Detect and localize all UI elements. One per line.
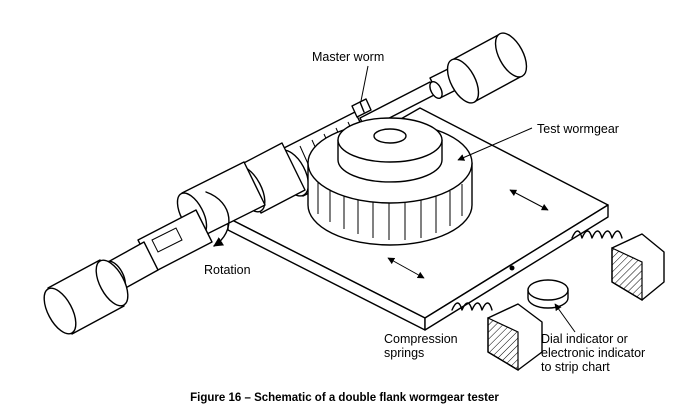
left-compression-spring xyxy=(451,302,543,372)
master-worm-leader xyxy=(360,65,369,102)
test-wormgear-leader xyxy=(457,127,533,161)
label-dial-indicator-1: Dial indicator or xyxy=(541,332,628,346)
motion-arrow-left xyxy=(387,257,425,279)
upper-motor xyxy=(446,32,528,104)
motion-arrow-right xyxy=(509,189,549,211)
rotation-arrow xyxy=(205,191,230,247)
right-compression-spring xyxy=(571,230,665,302)
test-wormgear xyxy=(307,117,473,246)
label-compression-springs-1: Compression xyxy=(384,332,458,346)
gear-teeth xyxy=(317,182,463,240)
lower-motor xyxy=(43,259,129,335)
label-rotation: Rotation xyxy=(204,263,251,277)
figure-caption: Figure 16 – Schematic of a double flank … xyxy=(190,392,499,404)
label-master-worm: Master worm xyxy=(312,50,384,64)
dial-indicator-leader xyxy=(554,303,576,333)
label-compression-springs-2: springs xyxy=(384,346,424,360)
label-test-wormgear: Test wormgear xyxy=(537,122,619,136)
label-dial-indicator-3: to strip chart xyxy=(541,360,610,374)
label-dial-indicator-2: electronic indicator xyxy=(541,346,645,360)
